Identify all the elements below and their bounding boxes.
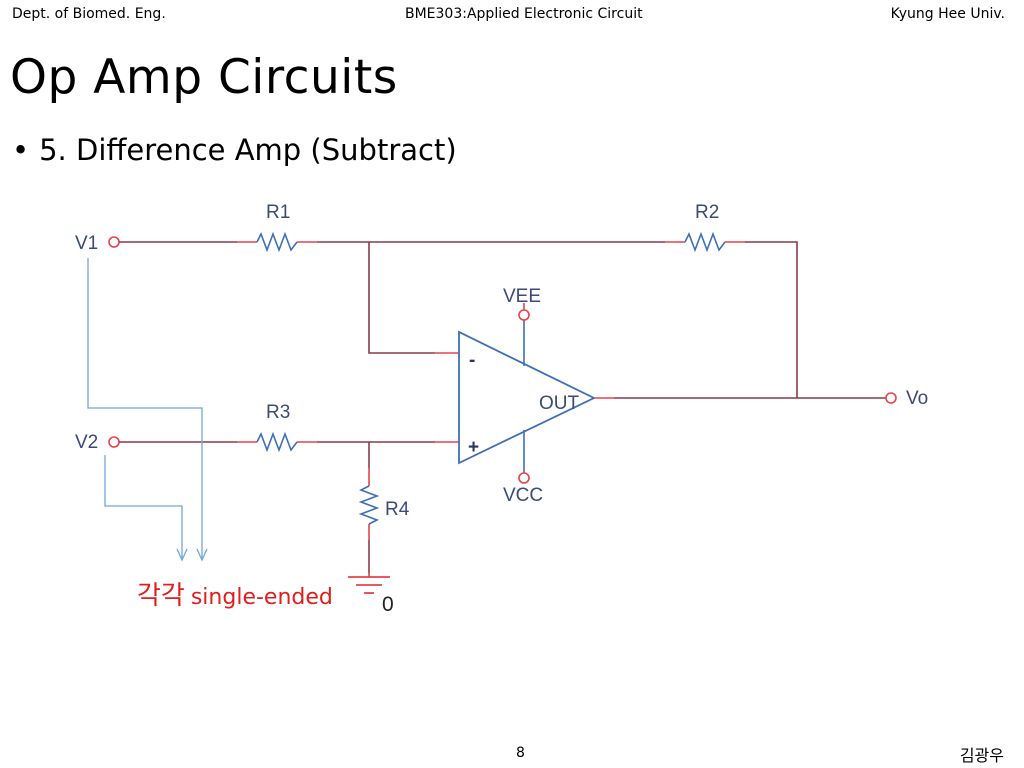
vee-label: VEE (503, 286, 541, 307)
r2-resistor (684, 231, 726, 253)
author-name: 김광우 (959, 746, 1004, 765)
bullet-dot-icon: • (12, 133, 30, 167)
r3-resistor (256, 431, 298, 453)
note-text: single-ended (190, 585, 333, 610)
wire-r2-output (745, 241, 798, 398)
vcc-terminal (518, 472, 530, 484)
v2-label: V2 (75, 432, 98, 453)
vee-terminal (518, 309, 530, 321)
minus-label: - (469, 350, 475, 371)
r1-label: R1 (266, 202, 290, 223)
bullet-text: 5. Difference Amp (Subtract) (39, 133, 457, 167)
v1-terminal (108, 236, 120, 248)
vcc-label: VCC (503, 485, 543, 506)
r4-label: R4 (385, 499, 410, 520)
plus-label: + (468, 437, 479, 458)
header-university: Kyung Hee Univ. (890, 6, 1005, 22)
v2-terminal (108, 436, 120, 448)
v1-arrowhead-icon (196, 548, 208, 562)
v2-arrowhead-icon (176, 548, 188, 562)
ground-symbol (348, 573, 390, 594)
opamp-triangle (458, 330, 597, 465)
v2-single-ended-path (104, 455, 183, 560)
out-label: OUT (539, 393, 580, 414)
note-korean: 각각 (137, 581, 185, 611)
ground-label: 0 (382, 593, 394, 616)
vo-terminal (885, 392, 897, 404)
r3-label: R3 (266, 402, 290, 423)
v1-single-ended-path (87, 258, 203, 560)
header-department: Dept. of Biomed. Eng. (12, 6, 166, 22)
v1-label: V1 (75, 233, 98, 254)
r4-resistor (358, 485, 380, 525)
r2-label: R2 (695, 202, 719, 223)
wire-node-inverting (368, 242, 435, 354)
bullet-item: • 5. Difference Amp (Subtract) (12, 133, 457, 167)
r1-resistor (256, 231, 298, 253)
page-number: 8 (516, 745, 525, 761)
header-course: BME303:Applied Electronic Circuit (405, 6, 643, 22)
slide-title: Op Amp Circuits (10, 50, 398, 105)
vo-label: Vo (906, 388, 928, 409)
